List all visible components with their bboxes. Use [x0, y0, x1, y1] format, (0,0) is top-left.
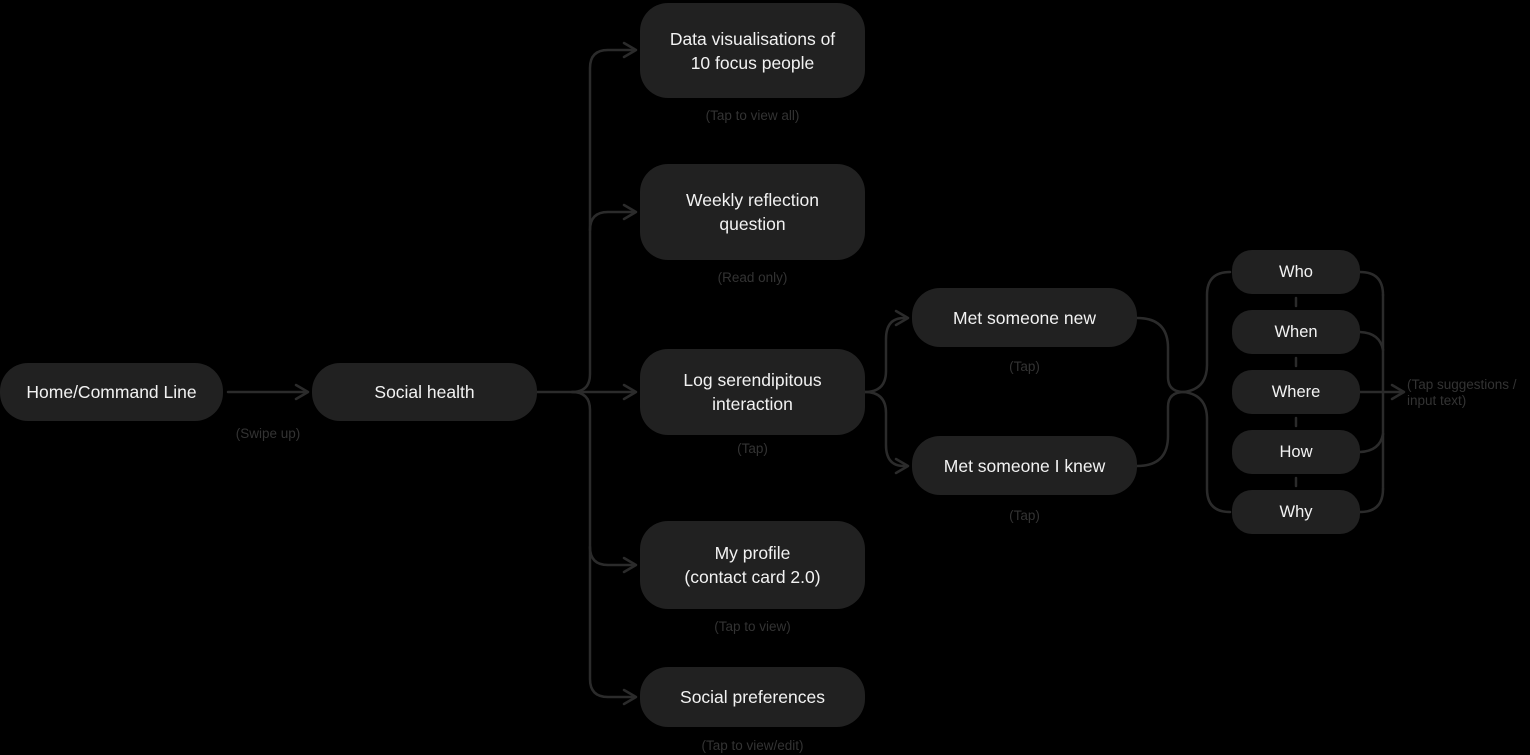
- caption-tap-met-knew: (Tap): [1009, 508, 1040, 523]
- node-label: Met someone I knew: [943, 455, 1106, 476]
- edge-social-profile: [588, 545, 636, 567]
- node-label: My profile (contact card 2.0): [684, 543, 821, 587]
- node-log-serendipitous-interaction: Log serendipitous interaction: [640, 349, 865, 435]
- edge-knew-merge: [1135, 390, 1186, 468]
- caption-swipe-up: (Swipe up): [235, 426, 301, 441]
- caption-tap-to-view: (Tap to view): [714, 619, 791, 634]
- edge-new-merge: [1135, 316, 1186, 394]
- node-why: Why: [1232, 490, 1360, 534]
- node-label: Home/Command Line: [26, 382, 197, 402]
- node-label: Weekly reflection question: [686, 190, 819, 234]
- arrowhead-icon: [622, 41, 638, 59]
- node-home-command-line: Home/Command Line: [0, 363, 223, 421]
- node-weekly-reflection: Weekly reflection question: [640, 164, 865, 260]
- arrowhead-icon: [622, 203, 638, 221]
- edge-how-converge: [1358, 432, 1385, 454]
- caption-read-only: (Read only): [717, 270, 788, 285]
- arrowhead-icon: [1390, 383, 1406, 401]
- arrowhead-icon: [894, 309, 910, 327]
- edge-merge-who: [1182, 270, 1232, 394]
- edge-social-datavis: [570, 48, 636, 394]
- node-social-health: Social health: [312, 363, 537, 421]
- edge-why-converge: [1358, 487, 1385, 514]
- caption-tap-to-view-edit: (Tap to view/edit): [701, 738, 804, 753]
- node-label: Why: [1279, 503, 1313, 521]
- node-my-profile: My profile (contact card 2.0): [640, 521, 865, 609]
- node-social-preferences: Social preferences: [640, 667, 865, 727]
- node-how: How: [1232, 430, 1360, 474]
- node-who: Who: [1232, 250, 1360, 294]
- edge-social-weekly: [588, 210, 636, 232]
- edge-log-knew: [863, 390, 906, 468]
- arrowhead-icon: [622, 688, 638, 706]
- node-label: Met someone new: [953, 307, 1096, 328]
- node-label: When: [1274, 323, 1318, 341]
- node-label: Who: [1279, 263, 1313, 281]
- node-when: When: [1232, 310, 1360, 354]
- node-data-visualisations: Data visualisations of 10 focus people: [640, 3, 865, 98]
- caption-tap-met-new: (Tap): [1009, 359, 1040, 374]
- node-label: Where: [1271, 383, 1321, 401]
- arrowhead-icon: [294, 383, 310, 401]
- node-label: Log serendipitous interaction: [683, 370, 822, 414]
- arrowhead-icon: [622, 383, 638, 401]
- node-met-someone-new: Met someone new: [912, 288, 1137, 347]
- caption-tap-log: (Tap): [737, 441, 768, 456]
- edge-who-converge: [1358, 270, 1385, 297]
- node-where: Where: [1232, 370, 1360, 414]
- edge-social-prefs: [570, 390, 636, 699]
- node-met-someone-i-knew: Met someone I knew: [912, 436, 1137, 495]
- edge-merge-why: [1182, 390, 1232, 514]
- node-label: Social health: [374, 382, 475, 402]
- node-label: Social preferences: [680, 687, 825, 707]
- node-label: How: [1279, 443, 1313, 461]
- caption-tap-suggestions: (Tap suggestions / input text): [1407, 377, 1517, 408]
- arrowhead-icon: [894, 457, 910, 475]
- arrowhead-icon: [622, 556, 638, 574]
- caption-tap-to-view-all: (Tap to view all): [705, 108, 800, 123]
- node-label: Data visualisations of 10 focus people: [669, 28, 836, 73]
- edge-when-converge: [1358, 330, 1385, 352]
- edge-log-new: [863, 316, 906, 394]
